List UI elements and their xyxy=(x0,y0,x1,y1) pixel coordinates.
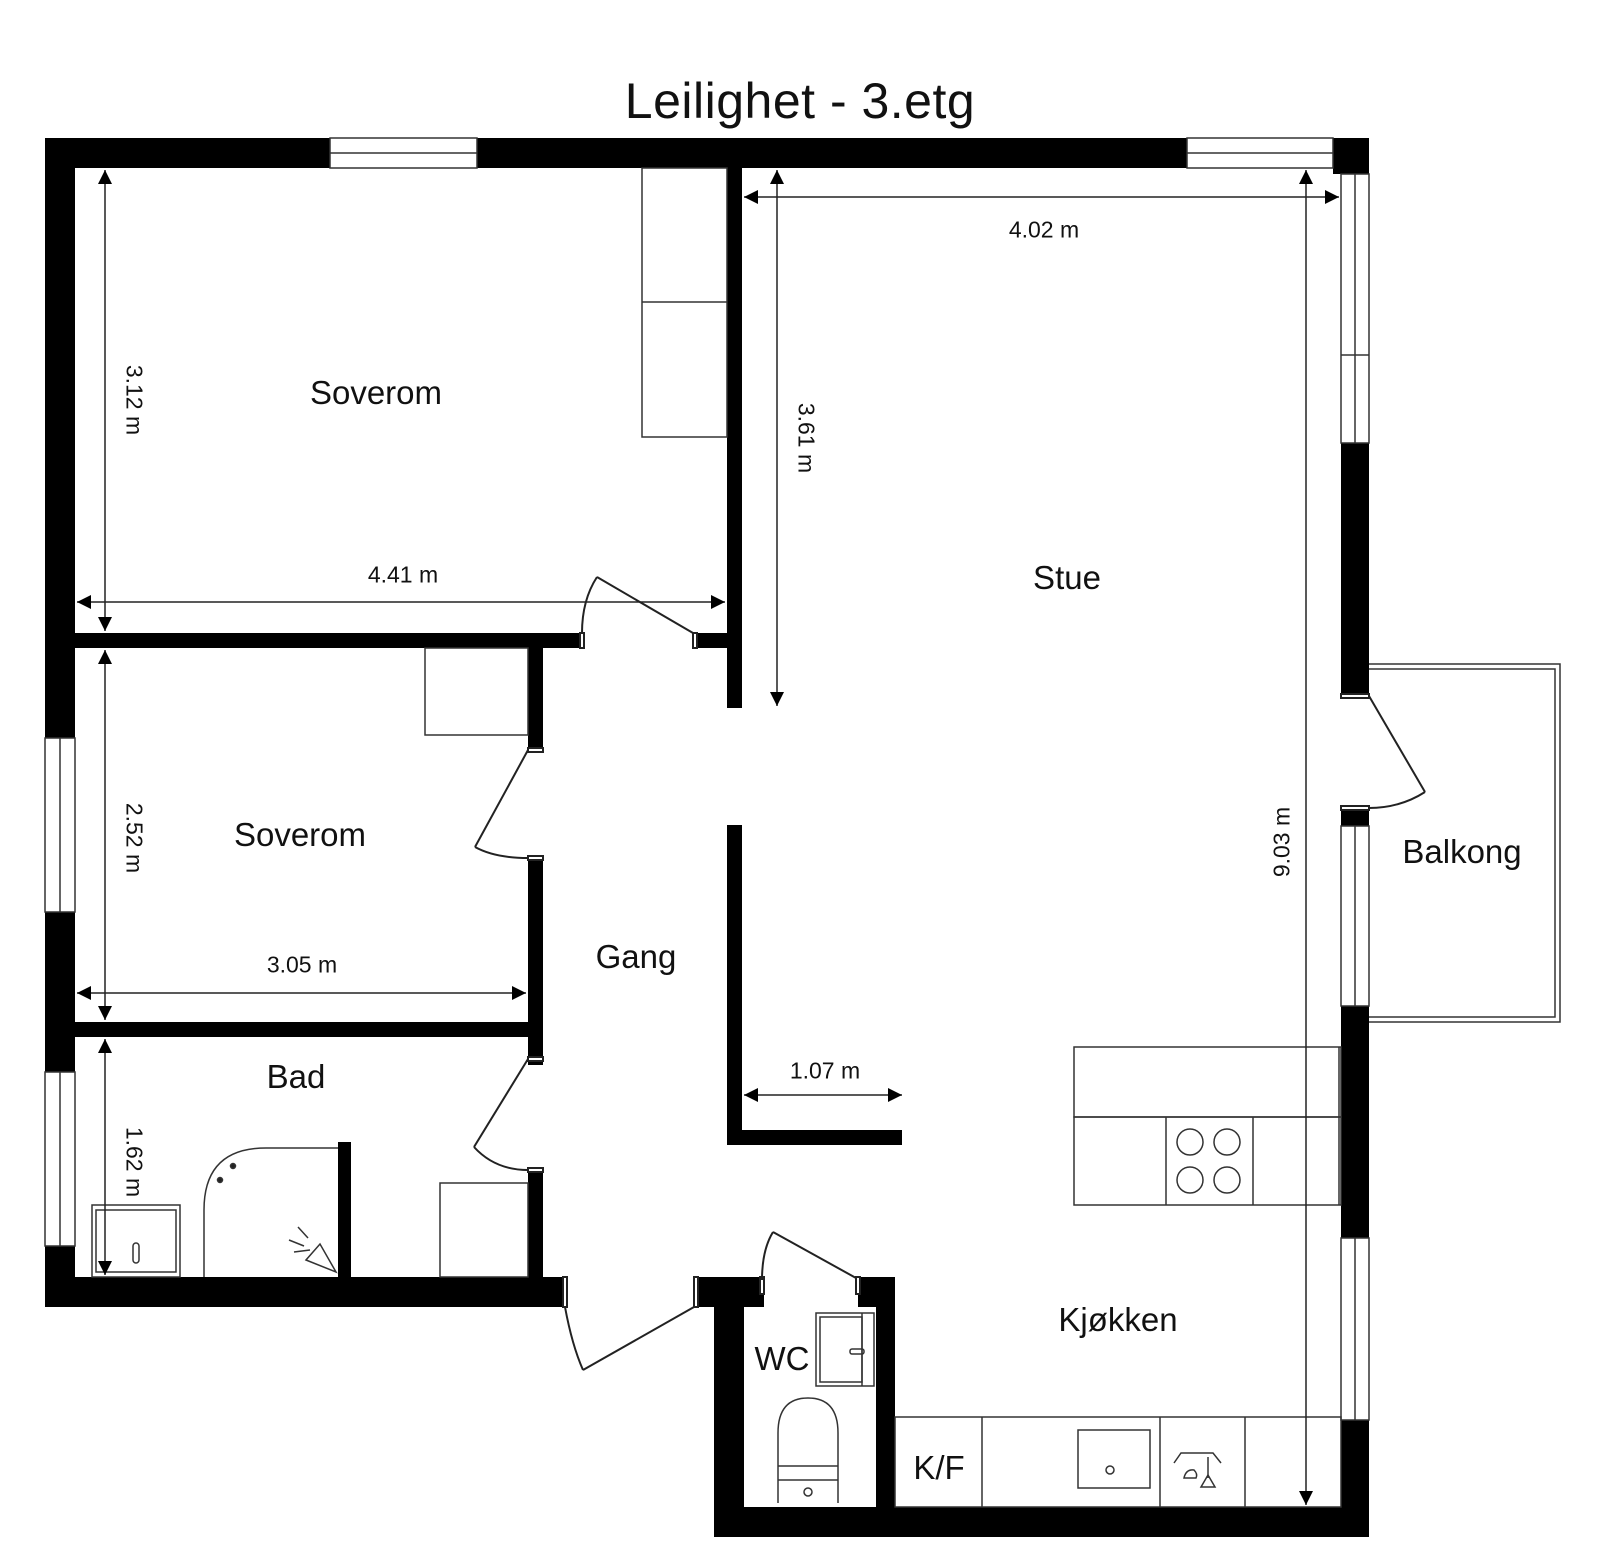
sink-bad xyxy=(91,1204,181,1278)
window-right-kitchen xyxy=(1340,1237,1370,1421)
kitchen-sink-icon xyxy=(1077,1429,1151,1489)
room-label-wc: WC xyxy=(754,1340,810,1377)
windows xyxy=(44,137,1370,1421)
room-label-soverom-1: Soverom xyxy=(309,374,443,411)
room-label-soverom-2: Soverom xyxy=(233,816,367,853)
wc-sink xyxy=(815,1312,875,1387)
stove-icon xyxy=(1176,1128,1241,1194)
room-label-bad: Bad xyxy=(266,1058,326,1095)
kitchen-island xyxy=(1073,1046,1342,1206)
window-right-balcony xyxy=(1340,825,1370,1007)
door-soverom1 xyxy=(579,576,698,649)
doors xyxy=(473,576,1426,1371)
window-top-left xyxy=(329,137,478,169)
room-label-stue: Stue xyxy=(1033,559,1101,596)
door-balkong xyxy=(1340,693,1426,811)
door-entrance xyxy=(562,1276,699,1371)
door-bad xyxy=(473,1056,544,1173)
window-left-bad xyxy=(44,1071,76,1247)
wardrobe-soverom2 xyxy=(424,647,529,736)
room-label-kf: K/F xyxy=(913,1449,965,1486)
shower-bad xyxy=(203,1147,338,1277)
dim-label-soverom1-height: 3.12 m xyxy=(121,364,148,436)
room-label-balkong: Balkong xyxy=(1402,833,1522,870)
plan-title: Leilighet - 3.etg xyxy=(624,73,976,129)
dim-label-soverom2-width: 3.05 m xyxy=(266,951,338,978)
door-wc xyxy=(759,1231,861,1295)
window-top-right xyxy=(1186,137,1334,169)
dim-label-stue-width: 4.02 m xyxy=(1008,216,1080,243)
dim-label-soverom1-width: 4.41 m xyxy=(367,561,439,588)
dim-label-bad-height: 1.62 m xyxy=(121,1126,148,1198)
kitchen-counter xyxy=(894,1416,1342,1508)
dim-label-soverom2-height: 2.52 m xyxy=(121,802,148,874)
dim-label-total-height: 9.03 m xyxy=(1268,806,1295,878)
dimension-lines xyxy=(77,170,1339,1505)
fixtures xyxy=(91,167,1342,1508)
walls xyxy=(45,138,1369,1537)
cabinet-bad xyxy=(439,1182,529,1278)
dim-label-wall-offset: 1.07 m xyxy=(789,1057,861,1084)
wardrobe-soverom1 xyxy=(641,167,728,438)
dim-label-stue-height: 3.61 m xyxy=(793,402,820,474)
window-right-upper xyxy=(1340,173,1370,444)
balcony-outline xyxy=(1369,663,1561,1023)
toilet-icon xyxy=(777,1397,839,1503)
room-label-gang: Gang xyxy=(595,938,677,975)
room-label-kjokken: Kjøkken xyxy=(1058,1301,1178,1338)
door-soverom2 xyxy=(474,747,544,861)
dishwasher-icon xyxy=(1173,1452,1222,1488)
window-left-bedroom2 xyxy=(44,737,76,913)
